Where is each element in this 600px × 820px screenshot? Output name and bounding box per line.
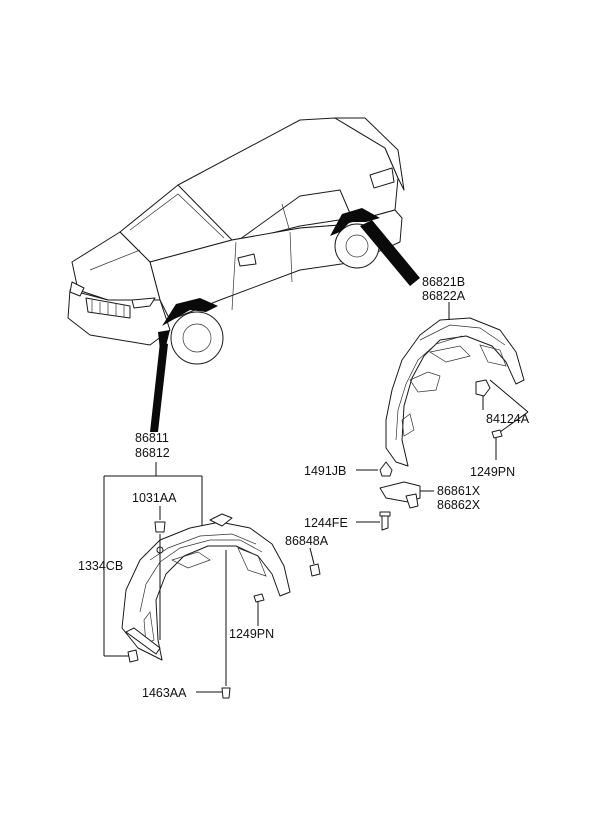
label-1031aa: 1031AA: [132, 491, 177, 505]
nut-84124a-part: [475, 379, 529, 433]
label-86811: 86811: [135, 431, 169, 445]
label-86861x: 86861X: [437, 484, 481, 498]
label-86822a: 86822A: [422, 289, 466, 303]
screw-rear-part: [491, 429, 503, 460]
label-1334cb: 1334CB: [78, 559, 123, 573]
screw-front-part: [253, 593, 265, 626]
label-86862x: 86862X: [437, 498, 481, 512]
clip-1031aa-part: [154, 521, 166, 533]
label-1249pn-rear: 1249PN: [470, 465, 515, 479]
rear-wheel-liner: [385, 302, 525, 467]
screw-1463aa-part: [221, 687, 231, 699]
label-86848a: 86848A: [285, 534, 329, 548]
clip-86848a-part: [309, 547, 321, 577]
bracket-part: [379, 481, 434, 509]
label-86821b: 86821B: [422, 275, 465, 289]
label-1491jb: 1491JB: [304, 464, 346, 478]
label-86812: 86812: [135, 446, 170, 460]
clip-1491jb-part: [356, 461, 393, 477]
label-1244fe: 1244FE: [304, 516, 348, 530]
front-liner-leaders: [103, 462, 227, 693]
label-1249pn-front: 1249PN: [229, 627, 274, 641]
car-illustration: [67, 117, 420, 432]
label-1463aa: 1463AA: [142, 686, 187, 700]
clip-1334cb-part: [127, 649, 139, 663]
bolt-1244fe-part: [356, 511, 391, 531]
label-84124a: 84124A: [486, 412, 530, 426]
